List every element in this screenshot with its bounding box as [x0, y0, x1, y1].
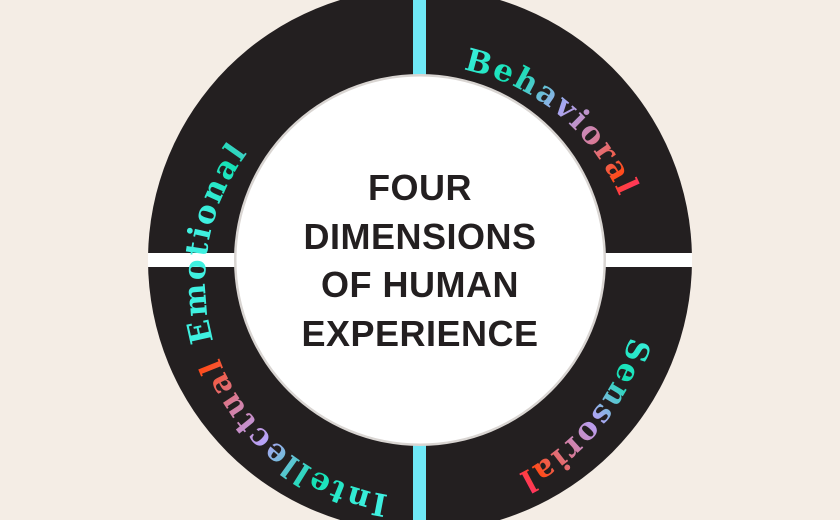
title-line-3: OF HUMAN — [321, 264, 519, 305]
title-line-2: DIMENSIONS — [303, 215, 537, 257]
center-title: FOUR DIMENSIONS OF HUMAN EXPERIENCE — [240, 164, 600, 358]
center-circle-fill — [236, 76, 604, 444]
title-line-1: FOUR — [368, 167, 472, 208]
title-line-4: EXPERIENCE — [301, 312, 539, 354]
